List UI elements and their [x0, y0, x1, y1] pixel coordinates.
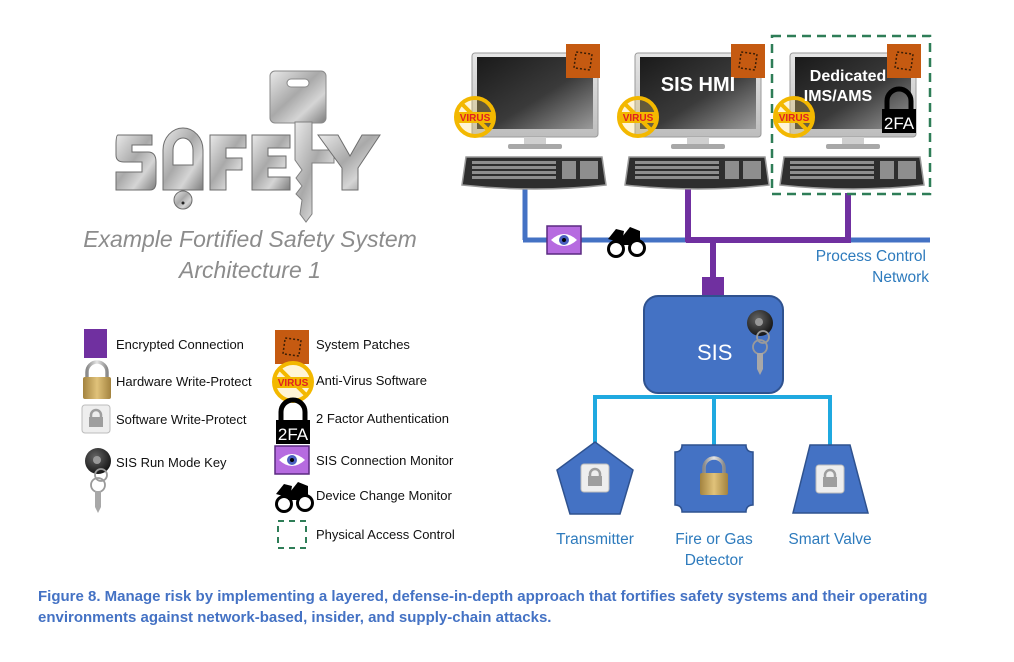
software-lock-icon	[579, 462, 611, 494]
software-lock-icon	[814, 463, 846, 495]
run-mode-key-icon	[84, 447, 112, 514]
patch-icon	[730, 43, 766, 79]
diagram-subtitle-line1: Example Fortified Safety System	[83, 226, 417, 252]
smart-valve-label: Smart Valve	[788, 531, 872, 548]
legend-label: Software Write-Protect	[116, 412, 247, 427]
legend-label: Anti-Virus Software	[316, 373, 428, 388]
transmitter-label: Transmitter	[556, 531, 634, 548]
patch-icon	[274, 329, 310, 365]
antivirus-icon	[617, 96, 659, 138]
patch-icon	[565, 43, 601, 79]
legend	[80, 329, 314, 549]
sis-hmi-screen-label: SIS HMI	[660, 74, 736, 96]
padlock-icon	[81, 360, 113, 401]
diagram-subtitle-line2: Architecture 1	[179, 257, 321, 283]
dashed-box-icon	[277, 520, 307, 549]
binoculars-icon	[275, 482, 314, 513]
ims-screen-label-line2: IMS/AMS	[803, 88, 873, 105]
sis-label: SIS	[697, 340, 733, 365]
network-label-line1: Process Control	[815, 248, 926, 265]
legend-label: Encrypted Connection	[116, 337, 244, 352]
caption-line1: Figure 8. Manage risk by implementing a …	[38, 588, 928, 605]
physical-access-control-box	[770, 34, 932, 196]
detector-label-line1: Fire or Gas	[675, 531, 753, 548]
legend-label: SIS Run Mode Key	[116, 455, 227, 470]
software-lock-icon	[80, 403, 112, 435]
antivirus-icon	[272, 361, 314, 403]
legend-label: 2 Factor Authentication	[316, 411, 449, 426]
legend-label: Device Change Monitor	[316, 488, 452, 503]
figure-caption: Figure 8. Manage risk by implementing a …	[38, 586, 998, 628]
legend-label: SIS Connection Monitor	[316, 453, 454, 468]
ims-screen-label-line1: Dedicated	[809, 68, 887, 85]
legend-label: Physical Access Control	[316, 527, 455, 542]
eye-icon	[274, 445, 310, 475]
detector-label-line2: Detector	[684, 552, 744, 569]
safety-logo	[115, 70, 381, 223]
legend-label: Hardware Write-Protect	[116, 374, 252, 389]
network-label-line2: Network	[872, 269, 929, 286]
2fa-icon	[276, 400, 310, 444]
encrypted-connection-icon	[84, 329, 107, 358]
legend-label: System Patches	[316, 337, 410, 352]
device-change-monitor-icon	[607, 227, 646, 258]
antivirus-icon	[454, 96, 496, 138]
sis-connection-monitor-icon	[546, 225, 582, 255]
sis-encrypted-connector	[702, 277, 724, 297]
caption-line2: environments against network-based, insi…	[38, 609, 552, 626]
